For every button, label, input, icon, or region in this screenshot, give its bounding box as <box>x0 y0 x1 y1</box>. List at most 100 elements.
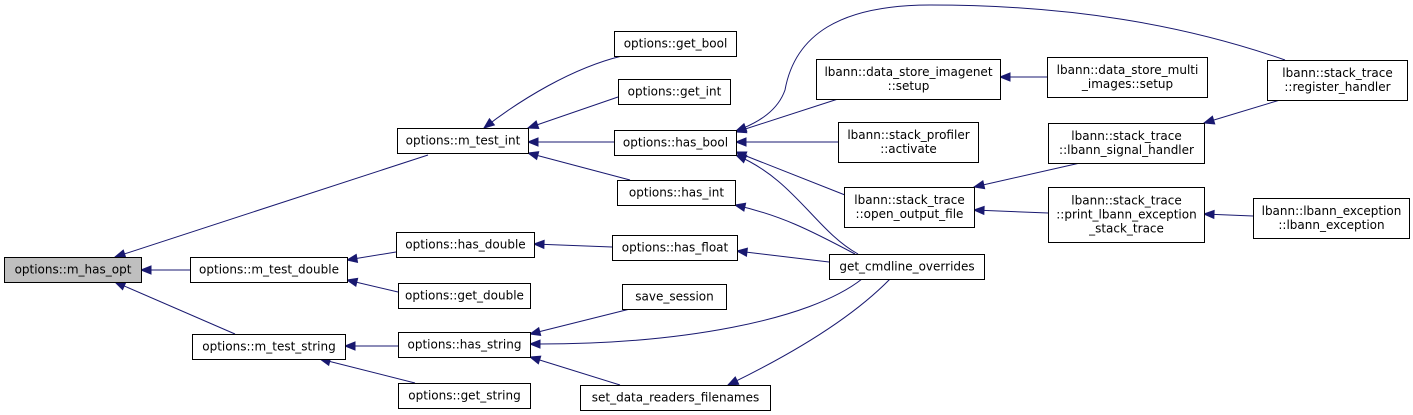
node-register-handler[interactable]: lbann::stack_trace::register_handler <box>1267 60 1408 101</box>
node-box[interactable] <box>816 59 1001 100</box>
node-label: options::has_double <box>405 238 525 252</box>
node-box[interactable] <box>4 257 142 283</box>
arrowhead-icon <box>528 339 541 349</box>
arrowhead-icon <box>482 117 496 129</box>
node-stack-profiler-activate[interactable]: lbann::stack_profiler::activate <box>838 122 979 163</box>
node-box[interactable] <box>614 130 737 156</box>
node-ds-imagenet-setup[interactable]: lbann::data_store_imagenet::setup <box>816 59 1001 100</box>
node-m-test-int[interactable]: options::m_test_int <box>397 128 529 154</box>
node-box[interactable] <box>397 128 529 154</box>
edge-line <box>114 154 429 258</box>
node-get-int[interactable]: options::get_int <box>618 79 731 105</box>
node-has-string[interactable]: options::has_string <box>398 332 531 358</box>
node-label: ::activate <box>880 142 937 156</box>
node-has-float[interactable]: options::has_float <box>612 235 738 261</box>
node-box[interactable] <box>618 79 731 105</box>
node-label: options::m_test_int <box>406 134 521 148</box>
node-label: lbann::lbann_exception <box>1262 204 1402 218</box>
node-box[interactable] <box>829 254 985 280</box>
node-label: ::setup <box>888 79 930 93</box>
node-box[interactable] <box>1048 123 1205 164</box>
node-get-cmdline-overrides[interactable]: get_cmdline_overrides <box>829 254 985 280</box>
arrowhead-icon <box>113 249 127 259</box>
edge-line <box>529 278 863 345</box>
edge-line <box>527 152 631 181</box>
node-label: options::get_string <box>408 389 520 403</box>
node-has-double[interactable]: options::has_double <box>396 232 535 258</box>
node-box[interactable] <box>396 232 535 258</box>
node-box[interactable] <box>622 284 727 310</box>
node-box[interactable] <box>398 332 531 358</box>
node-box[interactable] <box>580 385 771 411</box>
node-label: options::m_has_opt <box>15 263 132 277</box>
edge-line <box>114 281 236 335</box>
edge-line <box>1203 99 1281 124</box>
node-lbann-exception[interactable]: lbann::lbann_exception::lbann_exception <box>1253 198 1410 239</box>
edge-line <box>529 308 631 335</box>
node-get-double[interactable]: options::get_double <box>398 283 531 309</box>
node-label: options::has_float <box>622 241 729 255</box>
node-box[interactable] <box>398 283 531 309</box>
node-label: options::get_int <box>628 85 722 99</box>
node-lbann-signal-handler[interactable]: lbann::stack_trace::lbann_signal_handler <box>1048 123 1205 164</box>
node-label: options::get_bool <box>624 37 728 51</box>
arrowhead-icon <box>345 277 359 288</box>
node-box[interactable] <box>398 383 531 409</box>
node-m-has-opt[interactable]: options::m_has_opt <box>4 257 142 283</box>
node-set-data-readers[interactable]: set_data_readers_filenames <box>580 385 771 411</box>
node-label: lbann::stack_trace <box>1071 194 1181 208</box>
node-label: lbann::stack_trace <box>1282 66 1392 80</box>
node-open-output-file[interactable]: lbann::stack_trace::open_output_file <box>844 187 975 228</box>
node-has-int[interactable]: options::has_int <box>617 180 736 206</box>
edge-open_output_file-to-has_bool <box>734 151 846 196</box>
node-label: _stack_trace <box>1088 222 1164 236</box>
arrowhead-icon <box>972 180 986 190</box>
arrowhead-icon <box>735 247 748 257</box>
edge-line <box>973 162 1081 188</box>
arrowhead-icon <box>1202 209 1215 220</box>
edge-has_bool-to-m_test_int <box>526 137 614 147</box>
node-get-string[interactable]: options::get_string <box>398 383 531 409</box>
edge-line <box>973 209 1049 214</box>
arrowhead-icon <box>526 120 540 130</box>
node-box[interactable] <box>1253 198 1410 239</box>
node-box[interactable] <box>1047 57 1208 98</box>
nodes: options::m_has_optoptions::m_test_intopt… <box>4 31 1410 411</box>
edge-print_lbann_exception-to-open_output_file <box>972 205 1049 216</box>
edge-has_double-to-m_test_double <box>345 251 397 263</box>
edge-has_float-to-has_double <box>532 239 613 250</box>
edge-m_test_int-to-m_has_opt <box>113 154 429 259</box>
node-save-session[interactable]: save_session <box>622 284 727 310</box>
node-box[interactable] <box>1048 187 1205 243</box>
node-m-test-double[interactable]: options::m_test_double <box>190 257 348 283</box>
node-box[interactable] <box>838 122 979 163</box>
arrowhead-icon <box>528 355 542 365</box>
node-get-bool[interactable]: options::get_bool <box>614 31 737 57</box>
arrowhead-icon <box>345 253 359 263</box>
edge-get_cmdline_overrides-to-has_int <box>733 202 856 255</box>
node-print-lbann-exception[interactable]: lbann::stack_trace::print_lbann_exceptio… <box>1048 187 1205 243</box>
edge-get_bool-to-m_test_int <box>482 55 623 129</box>
node-box[interactable] <box>192 334 346 360</box>
node-ds-multi-images-setup[interactable]: lbann::data_store_multi_images::setup <box>1047 57 1208 98</box>
node-m-test-string[interactable]: options::m_test_string <box>192 334 346 360</box>
edge-has_int-to-m_test_int <box>526 151 631 181</box>
node-box[interactable] <box>1267 60 1408 101</box>
node-box[interactable] <box>614 31 737 57</box>
node-label: options::has_int <box>629 186 724 200</box>
node-label: ::print_lbann_exception <box>1056 208 1196 222</box>
node-has-bool[interactable]: options::has_bool <box>614 130 737 156</box>
node-label: lbann::data_store_imagenet <box>824 65 992 79</box>
arrowhead-icon <box>726 376 740 386</box>
edge-m_test_double-to-m_has_opt <box>139 265 190 275</box>
node-box[interactable] <box>617 180 736 206</box>
edge-ds_multi_images_setup-to-ds_imagenet_setup <box>998 72 1047 82</box>
node-box[interactable] <box>612 235 738 261</box>
edges <box>113 4 1286 386</box>
node-box[interactable] <box>190 257 348 283</box>
arrowhead-icon <box>526 151 540 161</box>
node-box[interactable] <box>844 187 975 228</box>
edge-line <box>727 278 891 386</box>
edge-get_cmdline_overrides-to-has_bool <box>734 154 859 255</box>
